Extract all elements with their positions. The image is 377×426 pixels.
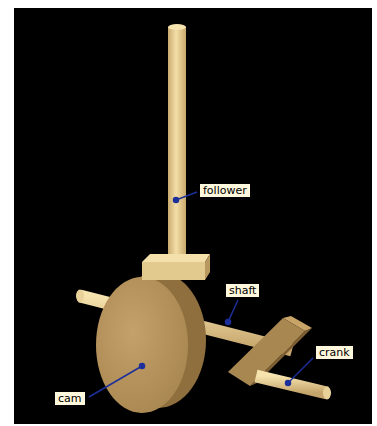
leader-line [228,300,238,322]
leader-dot [140,364,145,369]
leader-dot [286,381,291,386]
follower-block-side [205,254,210,280]
leader-line [89,366,142,397]
crank-pin-end [323,387,331,400]
shaft-end [76,290,84,303]
leader-line [288,358,313,383]
leader-line [176,192,197,200]
follower-rod-top [168,24,186,30]
part-label: follower [200,184,250,197]
follower-rod [168,27,186,259]
part-label: shaft [226,284,259,297]
background [14,8,372,424]
leader-dot [226,320,231,325]
cam-disk [96,277,188,413]
follower-block [142,262,205,280]
follower-block-top [142,254,210,262]
leader-dot [174,198,179,203]
part-label: cam [55,392,85,405]
part-label: crank [316,346,353,359]
